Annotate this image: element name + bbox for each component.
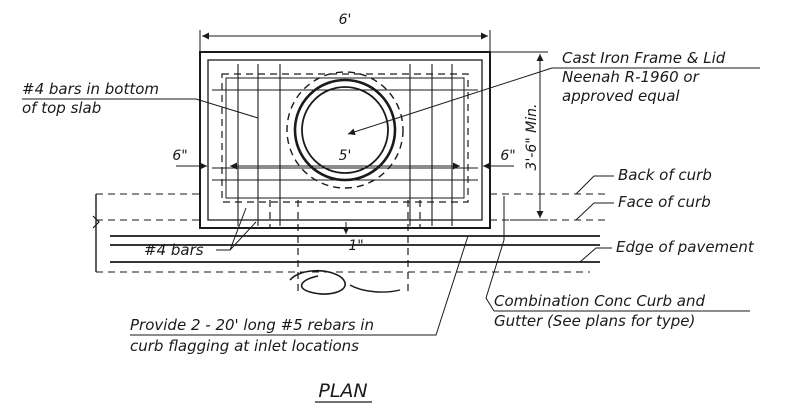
gutter-callout-line2: Gutter (See plans for type): [494, 312, 695, 330]
frame-outline-dashed: [286, 71, 404, 189]
inner-wall: [207, 59, 483, 221]
edge-of-pavement-label: Edge of pavement: [616, 238, 755, 256]
depth-ext-lines: [490, 51, 548, 221]
bars-callout: #4 bars: [144, 241, 204, 259]
dimensions: 6' 6" 5' 6" 3'-6" Min. 1": [172, 12, 548, 254]
frame-lid: [301, 86, 389, 174]
face-of-curb-leader: [575, 202, 614, 221]
slab-callout-line2: of top slab: [22, 99, 101, 117]
inner-slab-line: [225, 77, 465, 199]
slab-callout-line1: #4 bars in bottom: [22, 80, 159, 98]
back-of-curb-label: Back of curb: [618, 166, 712, 184]
frame-callout-line2: Neenah R-1960 or: [562, 68, 700, 86]
frame-callout-line1: Cast Iron Frame & Lid: [562, 49, 726, 67]
turnback-curve: [289, 269, 346, 295]
left-gap-label: 6": [172, 148, 187, 164]
offset-label: 1": [348, 238, 363, 254]
gutter-edge: [269, 200, 421, 228]
frame-ring-outer: [293, 78, 397, 182]
turnback-curve-2: [349, 284, 401, 293]
rebar-callout-line2: curb flagging at inlet locations: [130, 337, 359, 355]
callouts: Cast Iron Frame & Lid Neenah R-1960 or a…: [22, 49, 760, 403]
frame-callout-line3: approved equal: [562, 87, 680, 105]
slab-leader: [22, 98, 259, 119]
face-of-curb-label: Face of curb: [618, 193, 711, 211]
width-ext-lines: [199, 30, 491, 52]
back-of-curb-leader: [575, 175, 614, 195]
slab-opening-outline: [221, 73, 469, 203]
curb-lines: [92, 193, 605, 273]
frame-leader: [347, 67, 553, 136]
edge-of-pavement-leader: [579, 247, 612, 263]
rebar-leader: [130, 235, 469, 336]
rebar-callout-line1: Provide 2 - 20' long #5 rebars in: [130, 316, 374, 334]
box-extension: [297, 200, 409, 292]
gutter-callout-line1: Combination Conc Curb and: [494, 292, 705, 310]
inner-width-label: 5': [339, 148, 352, 164]
rebar-verticals: [237, 64, 453, 226]
bars-leader: [216, 207, 257, 251]
inlet-box: [199, 51, 491, 295]
right-gap-label: 6": [500, 148, 515, 164]
break-mark: [92, 215, 100, 229]
drawing-title: PLAN: [318, 380, 367, 402]
width-top-label: 6': [339, 12, 352, 28]
gutter-leader: [485, 239, 750, 312]
depth-label: 3'-6" Min.: [524, 104, 540, 171]
